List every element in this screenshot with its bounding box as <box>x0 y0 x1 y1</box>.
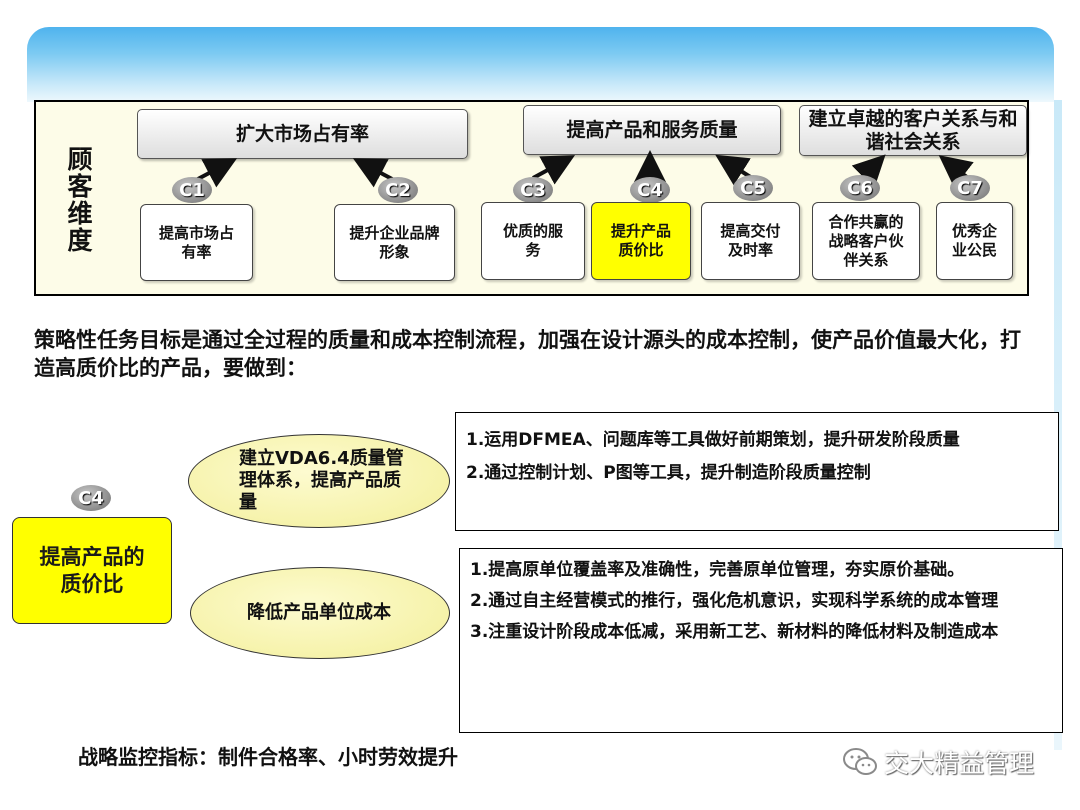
task-c6: 合作共赢的战略客户伙伴关系 <box>812 202 920 280</box>
arrow-c2 <box>352 158 395 188</box>
wechat-icon <box>843 748 877 775</box>
detail-cost-item: 3.注重设计阶段成本低减，采用新工艺、新材料的降低材料及制造成本 <box>470 622 999 642</box>
objective-label: 提高产品的质价比 <box>39 544 145 596</box>
approach-quality: 建立VDA6.4质量管理体系，提高产品质量 <box>188 434 450 528</box>
dimension-title: 顾客维度 <box>64 146 93 254</box>
approach-quality-label: 建立VDA6.4质量管理体系，提高产品质量 <box>239 448 404 513</box>
task-c5: 提高交付及时率 <box>701 202 800 280</box>
badge-c2: C2 <box>378 177 418 203</box>
badge-c4: C4 <box>630 177 670 203</box>
detail-quality-item: 1.运用DFMEA、问题库等工具做好前期策划，提升研发阶段质量 <box>466 430 960 450</box>
approach-cost: 降低产品单位成本 <box>190 567 450 659</box>
detail-quality: 1.运用DFMEA、问题库等工具做好前期策划，提升研发阶段质量 2.通过控制计划… <box>455 412 1059 531</box>
detail-cost: 1.提高原单位覆盖率及准确性，完善原单位管理，夯实原价基础。 2.通过自主经营模… <box>459 548 1063 733</box>
arrow-c5 <box>715 154 754 186</box>
badge-c5: C5 <box>733 175 773 201</box>
arrow-c3 <box>532 155 576 185</box>
approach-cost-label: 降低产品单位成本 <box>247 602 391 623</box>
watermark-text: 交大精益管理 <box>884 749 1035 778</box>
badge-c1: C1 <box>172 177 212 203</box>
goal-relationships: 建立卓越的客户关系与和谐社会关系 <box>799 105 1027 156</box>
detail-quality-item: 2.通过控制计划、P图等工具，提升制造阶段质量控制 <box>466 463 871 483</box>
badge-objective: C4 <box>71 485 111 511</box>
badge-c6: C6 <box>840 175 880 201</box>
objective-box: 提高产品的质价比 <box>12 517 172 624</box>
strategy-statement: 策略性任务目标是通过全过程的质量和成本控制流程，加强在设计源头的成本控制，使产品… <box>34 328 1021 380</box>
arrow-c1 <box>195 158 238 188</box>
detail-cost-item: 2.通过自主经营模式的推行，强化危机意识，实现科学系统的成本管理 <box>470 591 999 611</box>
task-c1: 提高市场占有率 <box>140 204 253 281</box>
badge-c3: C3 <box>513 177 553 203</box>
task-c3: 优质的服务 <box>481 202 585 280</box>
badge-c7: C7 <box>950 175 990 201</box>
kpi-line: 战略监控指标：制件合格率、小时劳效提升 <box>78 745 458 769</box>
task-c4: 提升产品质价比 <box>591 202 691 280</box>
goal-quality: 提高产品和服务质量 <box>523 105 781 155</box>
detail-cost-item: 1.提高原单位覆盖率及准确性，完善原单位管理，夯实原价基础。 <box>470 560 965 580</box>
goal-market-share: 扩大市场占有率 <box>137 109 468 159</box>
header-band <box>27 27 1054 102</box>
task-c2: 提升企业品牌形象 <box>334 204 455 281</box>
watermark: 交大精益管理 <box>842 744 1034 780</box>
task-c7: 优秀企业公民 <box>936 202 1013 280</box>
